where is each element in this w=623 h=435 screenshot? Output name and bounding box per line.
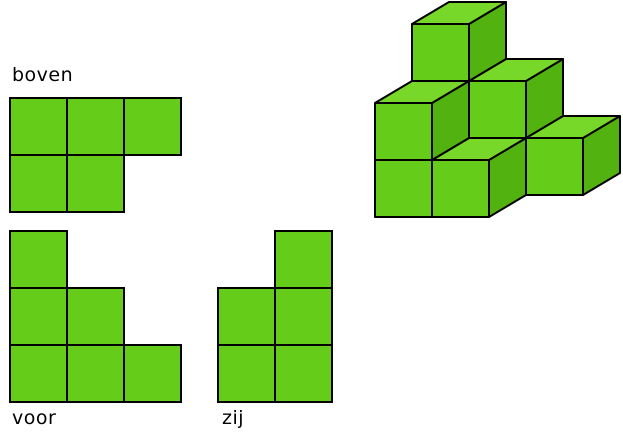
front-view-cell — [123, 344, 182, 403]
cube-model — [374, 1, 621, 218]
front-view-cell — [9, 287, 68, 346]
cube-front-face — [525, 137, 584, 196]
side-view-label: zij — [222, 407, 245, 429]
side-view-grid — [217, 230, 333, 403]
cube-front-face — [374, 102, 433, 161]
front-view-cell — [66, 344, 125, 403]
top-view-cell — [66, 97, 125, 156]
model-cube — [374, 80, 470, 161]
cube-front-face — [468, 80, 527, 139]
top-view-label: boven — [12, 64, 74, 86]
side-view-cell — [217, 344, 276, 403]
top-view-cell — [9, 154, 68, 213]
cube-front-face — [374, 159, 433, 218]
model-cube — [525, 115, 621, 196]
cube-front-face — [431, 159, 490, 218]
side-view-cell — [217, 287, 276, 346]
top-view-cell — [9, 97, 68, 156]
cube-front-face — [411, 23, 470, 82]
front-view-cell — [9, 230, 68, 289]
top-view-grid — [9, 97, 182, 213]
front-view-label: voor — [12, 407, 57, 429]
front-view-cell — [66, 287, 125, 346]
front-view-cell — [9, 344, 68, 403]
top-view-cell — [123, 97, 182, 156]
side-view-cell — [274, 344, 333, 403]
model-cube — [431, 137, 527, 218]
model-cube — [411, 1, 507, 82]
side-view-cell — [274, 287, 333, 346]
top-view-cell — [66, 154, 125, 213]
side-view-cell — [274, 230, 333, 289]
front-view-grid — [9, 230, 182, 403]
